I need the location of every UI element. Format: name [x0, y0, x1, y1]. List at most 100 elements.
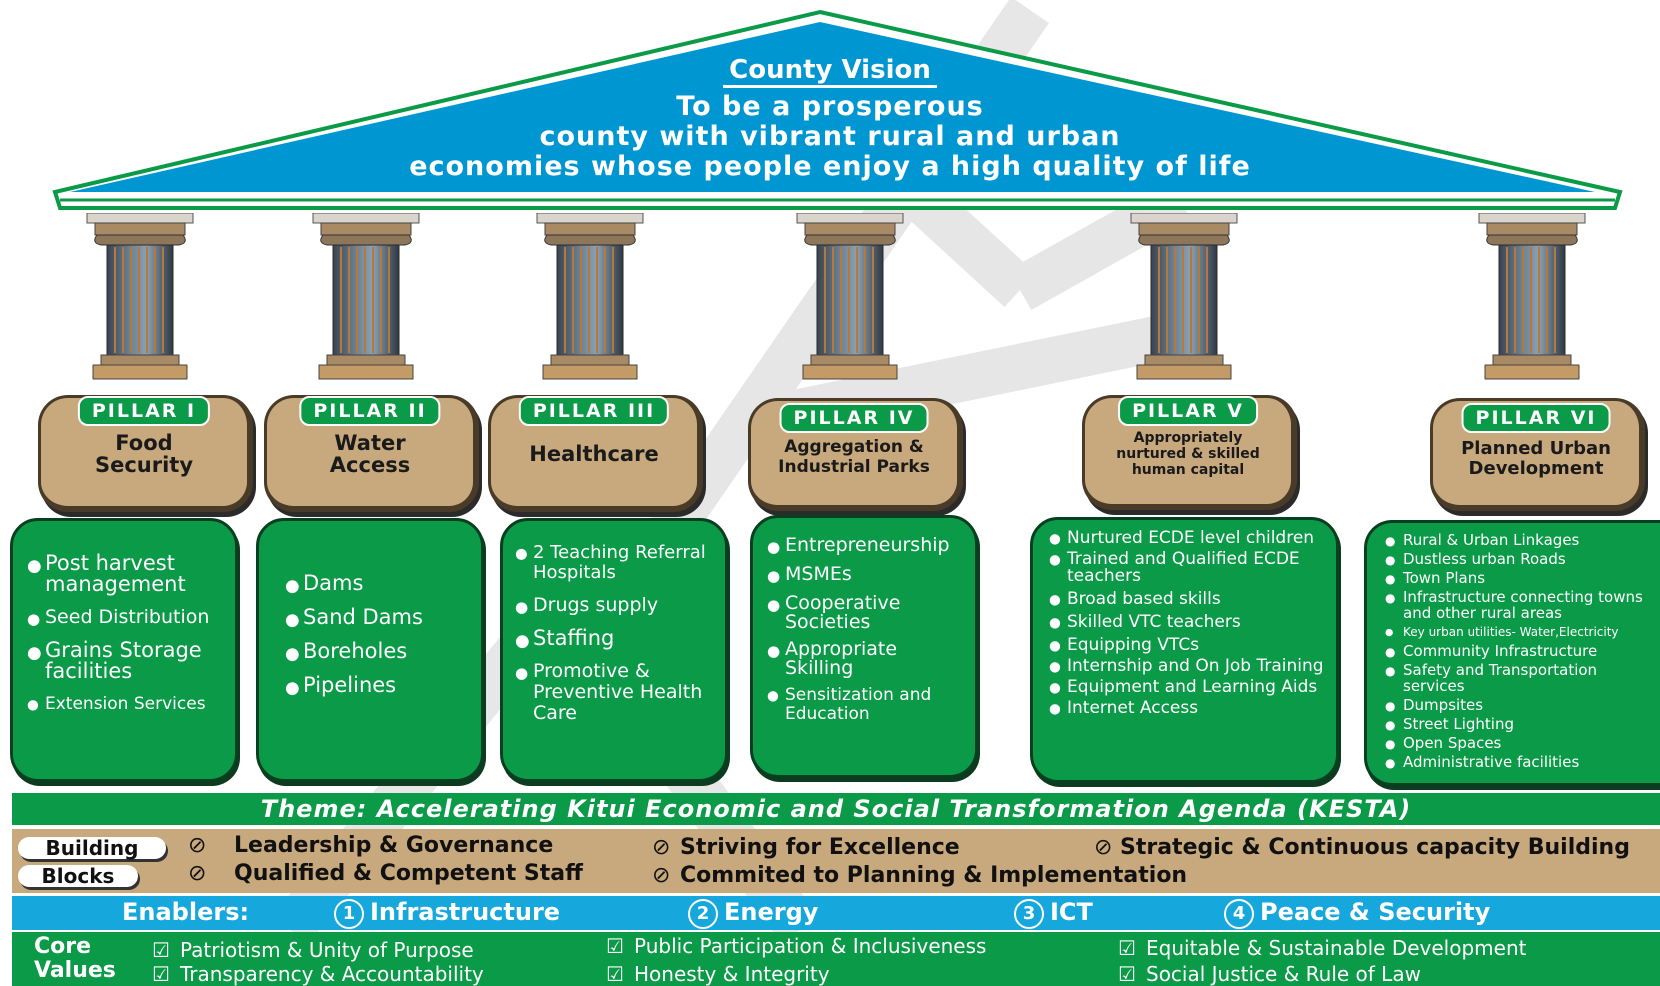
check-icon: ☑: [1118, 962, 1136, 986]
pillar-label-2: PILLAR II: [299, 396, 441, 426]
pillar-name-1: Food Security: [94, 431, 194, 477]
core-value-item: Social Justice & Rule of Law: [1146, 962, 1421, 986]
list-item: Post harvest management: [27, 553, 225, 595]
list-item: Nurtured ECDE level children: [1049, 530, 1328, 549]
pillar-cap-3: PILLAR III Healthcare: [488, 395, 703, 512]
pillar-list-1: Post harvest management Seed Distributio…: [13, 521, 235, 717]
theme-band: Theme: Accelerating Kitui Economic and S…: [12, 793, 1660, 825]
list-item: Drugs supply: [515, 595, 717, 618]
list-item: Cooperative Societies: [767, 594, 967, 632]
blocks-label: Blocks: [18, 865, 138, 887]
enabler-item: Energy: [724, 898, 819, 926]
core-value-item: Public Participation & Inclusiveness: [634, 934, 987, 958]
check-circle-icon: ⊘: [188, 833, 207, 858]
number-circle-icon: 1: [334, 899, 364, 929]
pillar-box-3: 2 Teaching Referral Hospitals Drugs supp…: [500, 518, 728, 782]
column-3: [536, 213, 644, 380]
check-icon: ☑: [606, 962, 624, 986]
building-block-item: Qualified & Competent Staff: [234, 861, 583, 886]
check-icon: ☑: [606, 934, 624, 958]
list-item: Appropriate Skilling: [767, 640, 967, 678]
list-item: Internet Access: [1049, 700, 1328, 719]
enabler-item: Infrastructure: [370, 898, 561, 926]
column-1: [86, 213, 194, 380]
core-value-item: Transparency & Accountability: [180, 962, 484, 986]
pillar-name-6: Planned Urban Development: [1461, 438, 1611, 479]
pillar-list-4: Entrepreneurship MSMEs Cooperative Socie…: [753, 518, 975, 724]
pillar-list-2: Dams Sand Dams Boreholes Pipelines: [259, 521, 481, 699]
theme-text: Theme: Accelerating Kitui Economic and S…: [260, 795, 1412, 823]
building-block-item: Commited to Planning & Implementation: [680, 863, 1188, 888]
list-item: Community Infrastructure: [1385, 643, 1660, 660]
list-item: Seed Distribution: [27, 607, 225, 630]
list-item: Entrepreneurship: [767, 536, 967, 557]
vision-line-3: economies whose people enjoy a high qual…: [409, 151, 1251, 182]
pillar-name-4: Aggregation & Industrial Parks: [778, 437, 930, 477]
pillar-label-1: PILLAR I: [77, 396, 211, 426]
core-values-band: Core Values ☑ Patriotism & Unity of Purp…: [12, 932, 1660, 986]
column-4: [796, 213, 904, 380]
pillar-cap-1: PILLAR I Food Security: [38, 395, 253, 512]
vision-line-2: county with vibrant rural and urban: [539, 121, 1121, 152]
enabler-item: ICT: [1050, 898, 1093, 926]
column-2: [312, 213, 420, 380]
pillar-list-3: 2 Teaching Referral Hospitals Drugs supp…: [503, 521, 725, 724]
list-item: Staffing: [515, 628, 717, 651]
enabler-item: Peace & Security: [1260, 898, 1491, 926]
number-circle-icon: 3: [1014, 899, 1044, 929]
list-item: Extension Services: [27, 694, 225, 716]
list-item: Dams: [285, 571, 471, 597]
vision-title: County Vision: [300, 55, 1360, 88]
check-circle-icon: ⊘: [652, 835, 671, 860]
vision-line-1: To be a prosperous: [676, 91, 984, 122]
building-block-item: Strategic & Continuous capacity Building: [1120, 835, 1630, 860]
check-circle-icon: ⊘: [1094, 835, 1113, 860]
pillar-box-5: Nurtured ECDE level children Trained and…: [1030, 517, 1339, 783]
list-item: Rural & Urban Linkages: [1385, 532, 1660, 549]
list-item: Dumpsites: [1385, 697, 1660, 714]
pillar-label-5: PILLAR V: [1118, 396, 1258, 426]
check-circle-icon: ⊘: [652, 863, 671, 888]
pillar-label-3: PILLAR III: [518, 396, 670, 426]
pillar-cap-5: PILLAR V Appropriately nurtured & skille…: [1082, 395, 1297, 510]
list-item: Town Plans: [1385, 570, 1660, 587]
list-item: Equipment and Learning Aids: [1049, 679, 1328, 698]
pillar-name-5: Appropriately nurtured & skilled human c…: [1116, 430, 1260, 478]
number-circle-icon: 4: [1224, 899, 1254, 929]
building-block-item: Leadership & Governance: [234, 833, 554, 858]
core-value-item: Honesty & Integrity: [634, 962, 830, 986]
list-item: Internship and On Job Training: [1049, 658, 1328, 677]
list-item: Promotive & Preventive Health Care: [515, 661, 717, 724]
pillar-label-4: PILLAR IV: [779, 403, 929, 433]
pillar-box-2: Dams Sand Dams Boreholes Pipelines: [256, 518, 484, 782]
values-label: Values: [34, 958, 116, 983]
pillar-cap-4: PILLAR IV Aggregation & Industrial Parks: [748, 398, 963, 511]
check-icon: ☑: [152, 938, 170, 962]
pillar-cap-6: PILLAR VI Planned Urban Development: [1430, 398, 1645, 511]
vision-roof: [52, 9, 1623, 210]
pillar-box-6: Rural & Urban Linkages Dustless urban Ro…: [1364, 520, 1660, 786]
list-item: Dustless urban Roads: [1385, 551, 1660, 568]
list-item: Street Lighting: [1385, 716, 1660, 733]
check-circle-icon: ⊘: [188, 861, 207, 886]
list-item: Trained and Qualified ECDE teachers: [1049, 551, 1328, 585]
check-icon: ☑: [1118, 936, 1136, 960]
pillar-list-6: Rural & Urban Linkages Dustless urban Ro…: [1367, 523, 1660, 771]
list-item: Equipping VTCs: [1049, 637, 1328, 656]
pillar-name-3: Healthcare: [529, 442, 659, 466]
column-5: [1130, 213, 1238, 380]
pillar-box-1: Post harvest management Seed Distributio…: [10, 518, 238, 782]
check-icon: ☑: [152, 962, 170, 986]
list-item: Administrative facilities: [1385, 754, 1660, 771]
column-6: [1478, 213, 1586, 380]
list-item: Broad based skills: [1049, 591, 1328, 610]
core-value-item: Patriotism & Unity of Purpose: [180, 938, 474, 962]
list-item: Open Spaces: [1385, 735, 1660, 752]
list-item: Infrastructure connecting towns and othe…: [1385, 589, 1660, 621]
core-value-item: Equitable & Sustainable Development: [1146, 936, 1527, 960]
list-item: Grains Storage facilities: [27, 640, 225, 682]
list-item: Skilled VTC teachers: [1049, 614, 1328, 633]
list-item: MSMEs: [767, 565, 967, 586]
building-label: Building: [18, 837, 166, 859]
list-item: Pipelines: [285, 673, 471, 699]
